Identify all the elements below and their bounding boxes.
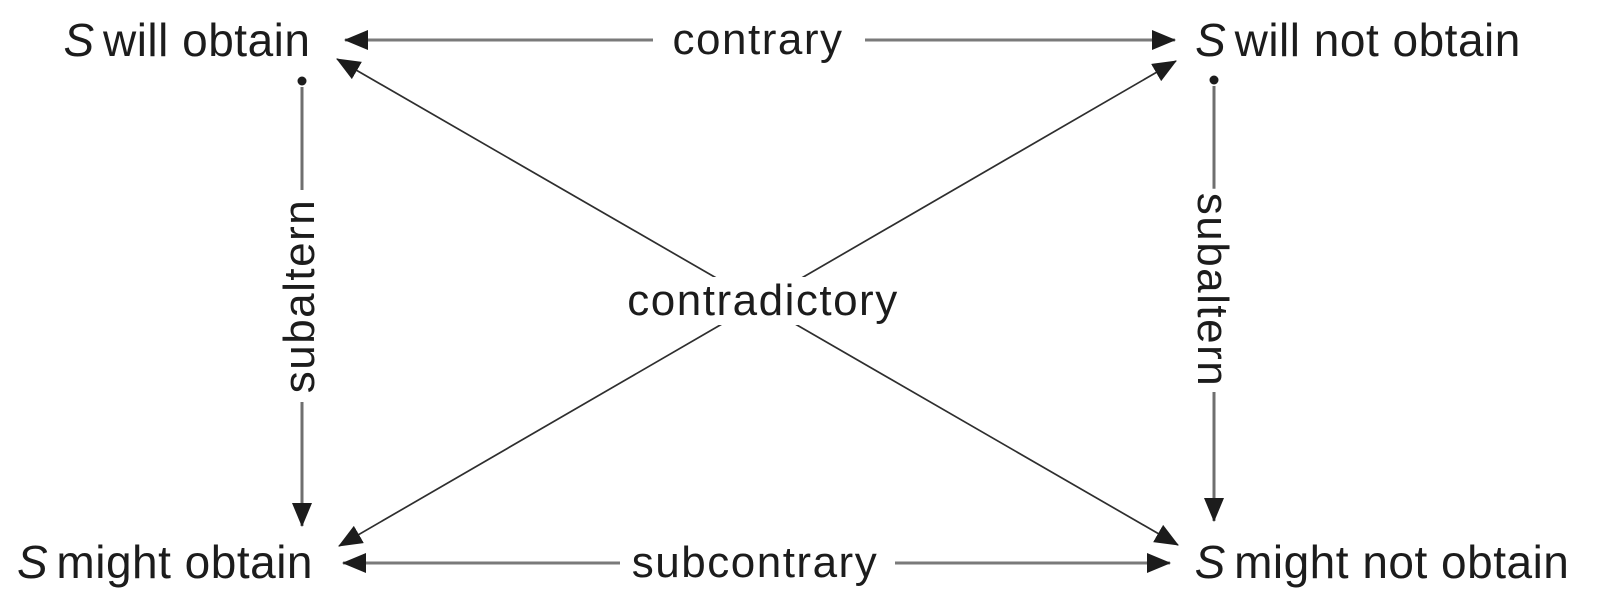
contradictory-diagonal-tl-br [336, 58, 1179, 546]
subaltern-right-edge [1204, 75, 1224, 522]
edge-label-subaltern-right: subaltern [1188, 188, 1237, 392]
edge-label-subcontrary: subcontrary [623, 539, 887, 587]
diagonal-tr-bl-upper [792, 60, 1177, 284]
subaltern-left-edge [292, 76, 312, 527]
diagonal-tr-bl-lower [338, 323, 723, 547]
diagonal-tl-br-upper [336, 58, 726, 284]
edge-label-contradictory: contradictory [619, 277, 907, 325]
node-top-left-predicate: will obtain [102, 14, 311, 66]
diagonal-tl-br-lower [789, 320, 1179, 546]
subaltern-right-dot [1209, 75, 1219, 85]
node-bottom-left-subject: S [16, 536, 49, 588]
node-bottom-right-predicate: might not obtain [1234, 536, 1570, 588]
node-top-right-predicate: will not obtain [1234, 14, 1521, 66]
subaltern-left-dot [297, 76, 307, 86]
node-top-right-subject: S [1195, 14, 1227, 66]
node-bottom-left-predicate: might obtain [56, 536, 314, 588]
edge-label-subaltern-left: subaltern [275, 194, 324, 398]
node-bottom-right-subject: S [1194, 536, 1226, 588]
contradictory-diagonal-tr-bl [338, 60, 1177, 547]
edge-label-contrary: contrary [664, 16, 852, 64]
node-top-left-subject: S [63, 14, 95, 66]
